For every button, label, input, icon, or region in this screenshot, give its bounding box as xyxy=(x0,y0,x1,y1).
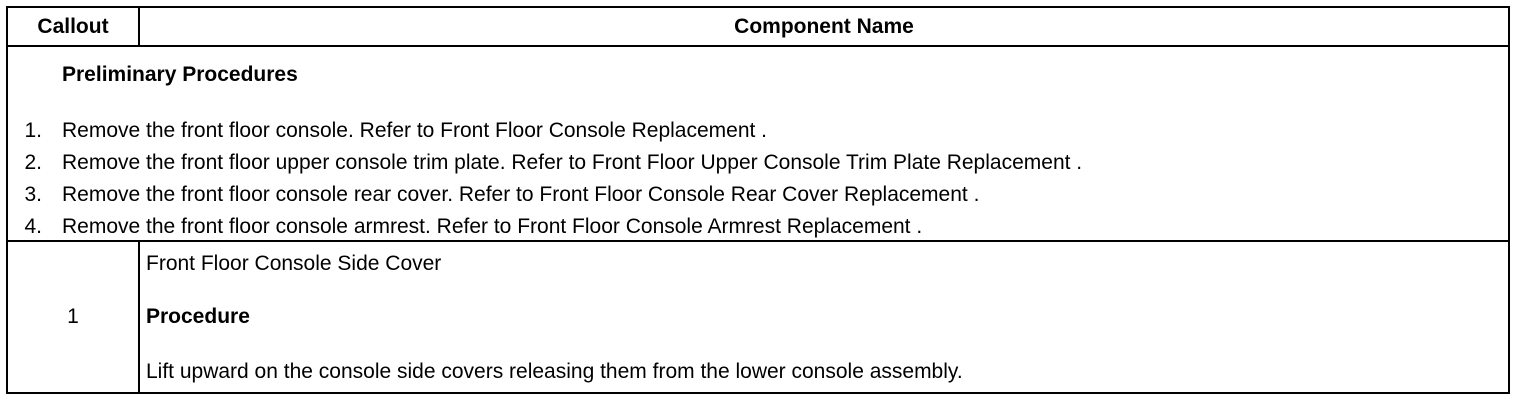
callout-number: 1 xyxy=(6,240,140,394)
callout-header: Callout xyxy=(6,6,140,47)
procedure-text: Lift upward on the console side covers r… xyxy=(146,360,963,383)
list-item: 4. Remove the front floor console armres… xyxy=(8,215,1082,247)
list-item: 1. Remove the front floor console. Refer… xyxy=(8,119,1082,151)
step-text: Remove the front floor console rear cove… xyxy=(62,183,980,206)
procedure-table: Callout Component Name Preliminary Proce… xyxy=(6,6,1510,394)
preliminary-procedures-cell: Preliminary Procedures 1. Remove the fro… xyxy=(6,45,1510,242)
preliminary-procedures-title: Preliminary Procedures xyxy=(62,63,298,86)
step-text: Remove the front floor upper console tri… xyxy=(62,151,1083,174)
component-cell: Front Floor Console Side Cover Procedure… xyxy=(138,240,1510,394)
step-number: 3. xyxy=(24,183,42,206)
step-text: Remove the front floor console. Refer to… xyxy=(62,119,767,142)
step-number: 2. xyxy=(24,151,42,174)
header-row: Callout Component Name xyxy=(6,6,1510,47)
component-name: Front Floor Console Side Cover xyxy=(146,252,442,275)
procedure-heading: Procedure xyxy=(146,305,250,328)
component-name-header: Component Name xyxy=(138,6,1510,47)
list-item: 3. Remove the front floor console rear c… xyxy=(8,183,1082,215)
step-text: Remove the front floor console armrest. … xyxy=(62,215,923,238)
step-number: 1. xyxy=(24,119,42,142)
preliminary-steps-list: 1. Remove the front floor console. Refer… xyxy=(8,119,1082,247)
list-item: 2. Remove the front floor upper console … xyxy=(8,151,1082,183)
table-row: 1 Front Floor Console Side Cover Procedu… xyxy=(6,240,1510,394)
step-number: 4. xyxy=(24,215,42,238)
preliminary-row: Preliminary Procedures 1. Remove the fro… xyxy=(6,45,1510,242)
